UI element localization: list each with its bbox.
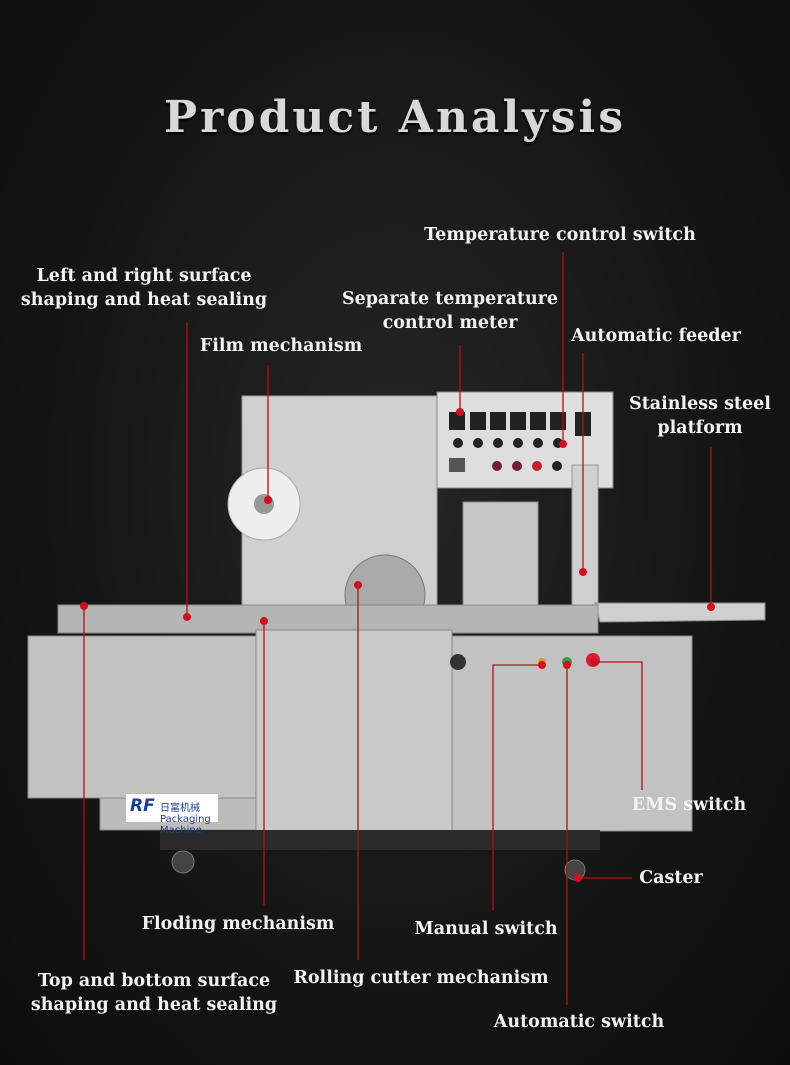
label-caster: Caster [639,868,703,888]
label-separate-meter-line2: control meter [382,313,518,333]
page-title: Product Analysis [164,92,626,143]
leader-lines [83,252,712,1005]
label-manual-switch: Manual switch [414,919,558,939]
label-separate-meter-line1: Separate temperature [341,289,559,309]
label-platform-line2: platform [657,418,743,438]
label-top-bottom-sealing-line2: shaping and heat sealing [30,995,278,1015]
marker-dots [80,408,715,882]
label-temperature-control-switch: Temperature control switch [424,225,696,245]
label-rolling-cutter: Rolling cutter mechanism [293,968,549,988]
label-top-bottom-sealing-line1: Top and bottom surface [37,971,271,991]
label-ems-switch: EMS switch [631,795,747,815]
machine [27,391,766,881]
label-film-mechanism: Film mechanism [199,336,363,356]
label-platform-line1: Stainless steel [629,394,771,414]
label-automatic-switch: Automatic switch [493,1012,665,1032]
label-floding-mechanism: Floding mechanism [141,914,335,934]
label-left-right-sealing-line1: Left and right surface [36,266,252,286]
label-left-right-sealing-line2: shaping and heat sealing [20,290,268,310]
label-automatic-feeder: Automatic feeder [571,326,741,346]
